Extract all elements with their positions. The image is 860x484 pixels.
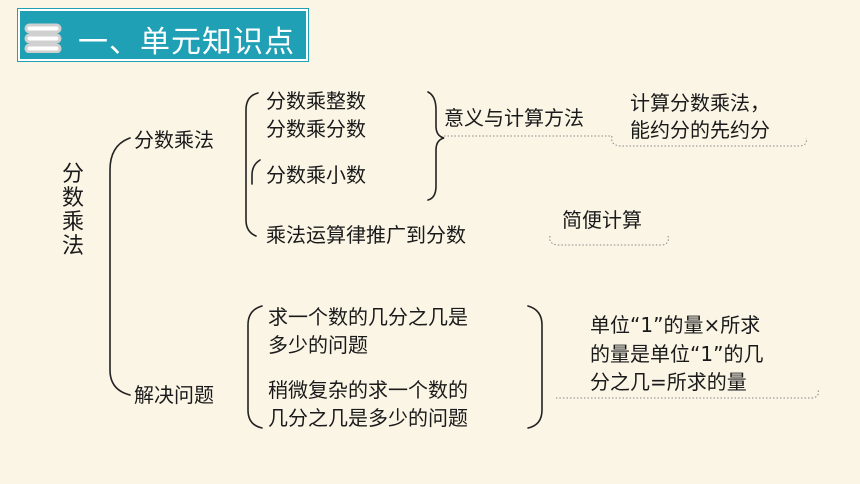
law-note-underline: [549, 235, 669, 246]
main-bracket: [109, 137, 131, 396]
section-header: 一、单元知识点: [18, 9, 308, 61]
problem-item1-line1: 求一个数的几分之几是: [268, 305, 468, 329]
problem-note-line3: 分之几=所求的量: [590, 370, 747, 394]
item-fraction-times-fraction: 分数乘分数: [266, 117, 366, 141]
problem-item1-line2: 多少的问题: [268, 333, 368, 357]
meaning-note-line1: 计算分数乘法，: [630, 91, 770, 115]
multiplication-bracket: [245, 92, 259, 237]
meaning-note-line2: 能约分的先约分: [630, 118, 770, 142]
branch-label-problem-solving: 解决问题: [134, 383, 214, 407]
item-fraction-times-integer: 分数乘整数: [266, 89, 366, 113]
item-fraction-times-decimal: 分数乘小数: [266, 163, 366, 187]
problem-item2-line1: 稍微复杂的求一个数的: [268, 378, 468, 402]
problem-item2-line2: 几分之几是多少的问题: [268, 406, 468, 430]
meaning-label: 意义与计算方法: [444, 106, 584, 130]
branch-label-multiplication: 分数乘法: [134, 128, 214, 152]
problem-left-bracket: [247, 305, 263, 429]
problem-note-underline: [556, 389, 819, 399]
decimal-tick: [251, 159, 261, 185]
binder-rings-icon: [24, 23, 62, 53]
section-title: 一、单元知识点: [78, 25, 295, 60]
items-right-bracket: [427, 91, 445, 201]
problem-right-bracket: [527, 305, 543, 429]
problem-note-line1: 单位“1”的量×所求: [590, 313, 761, 337]
law-item: 乘法运算律推广到分数: [266, 223, 466, 247]
meaning-note-underline: [611, 135, 807, 147]
problem-note-line2: 的量是单位“1”的几: [590, 342, 764, 366]
law-note: 简便计算: [562, 208, 642, 232]
main-title: 分数乘法: [61, 162, 84, 259]
